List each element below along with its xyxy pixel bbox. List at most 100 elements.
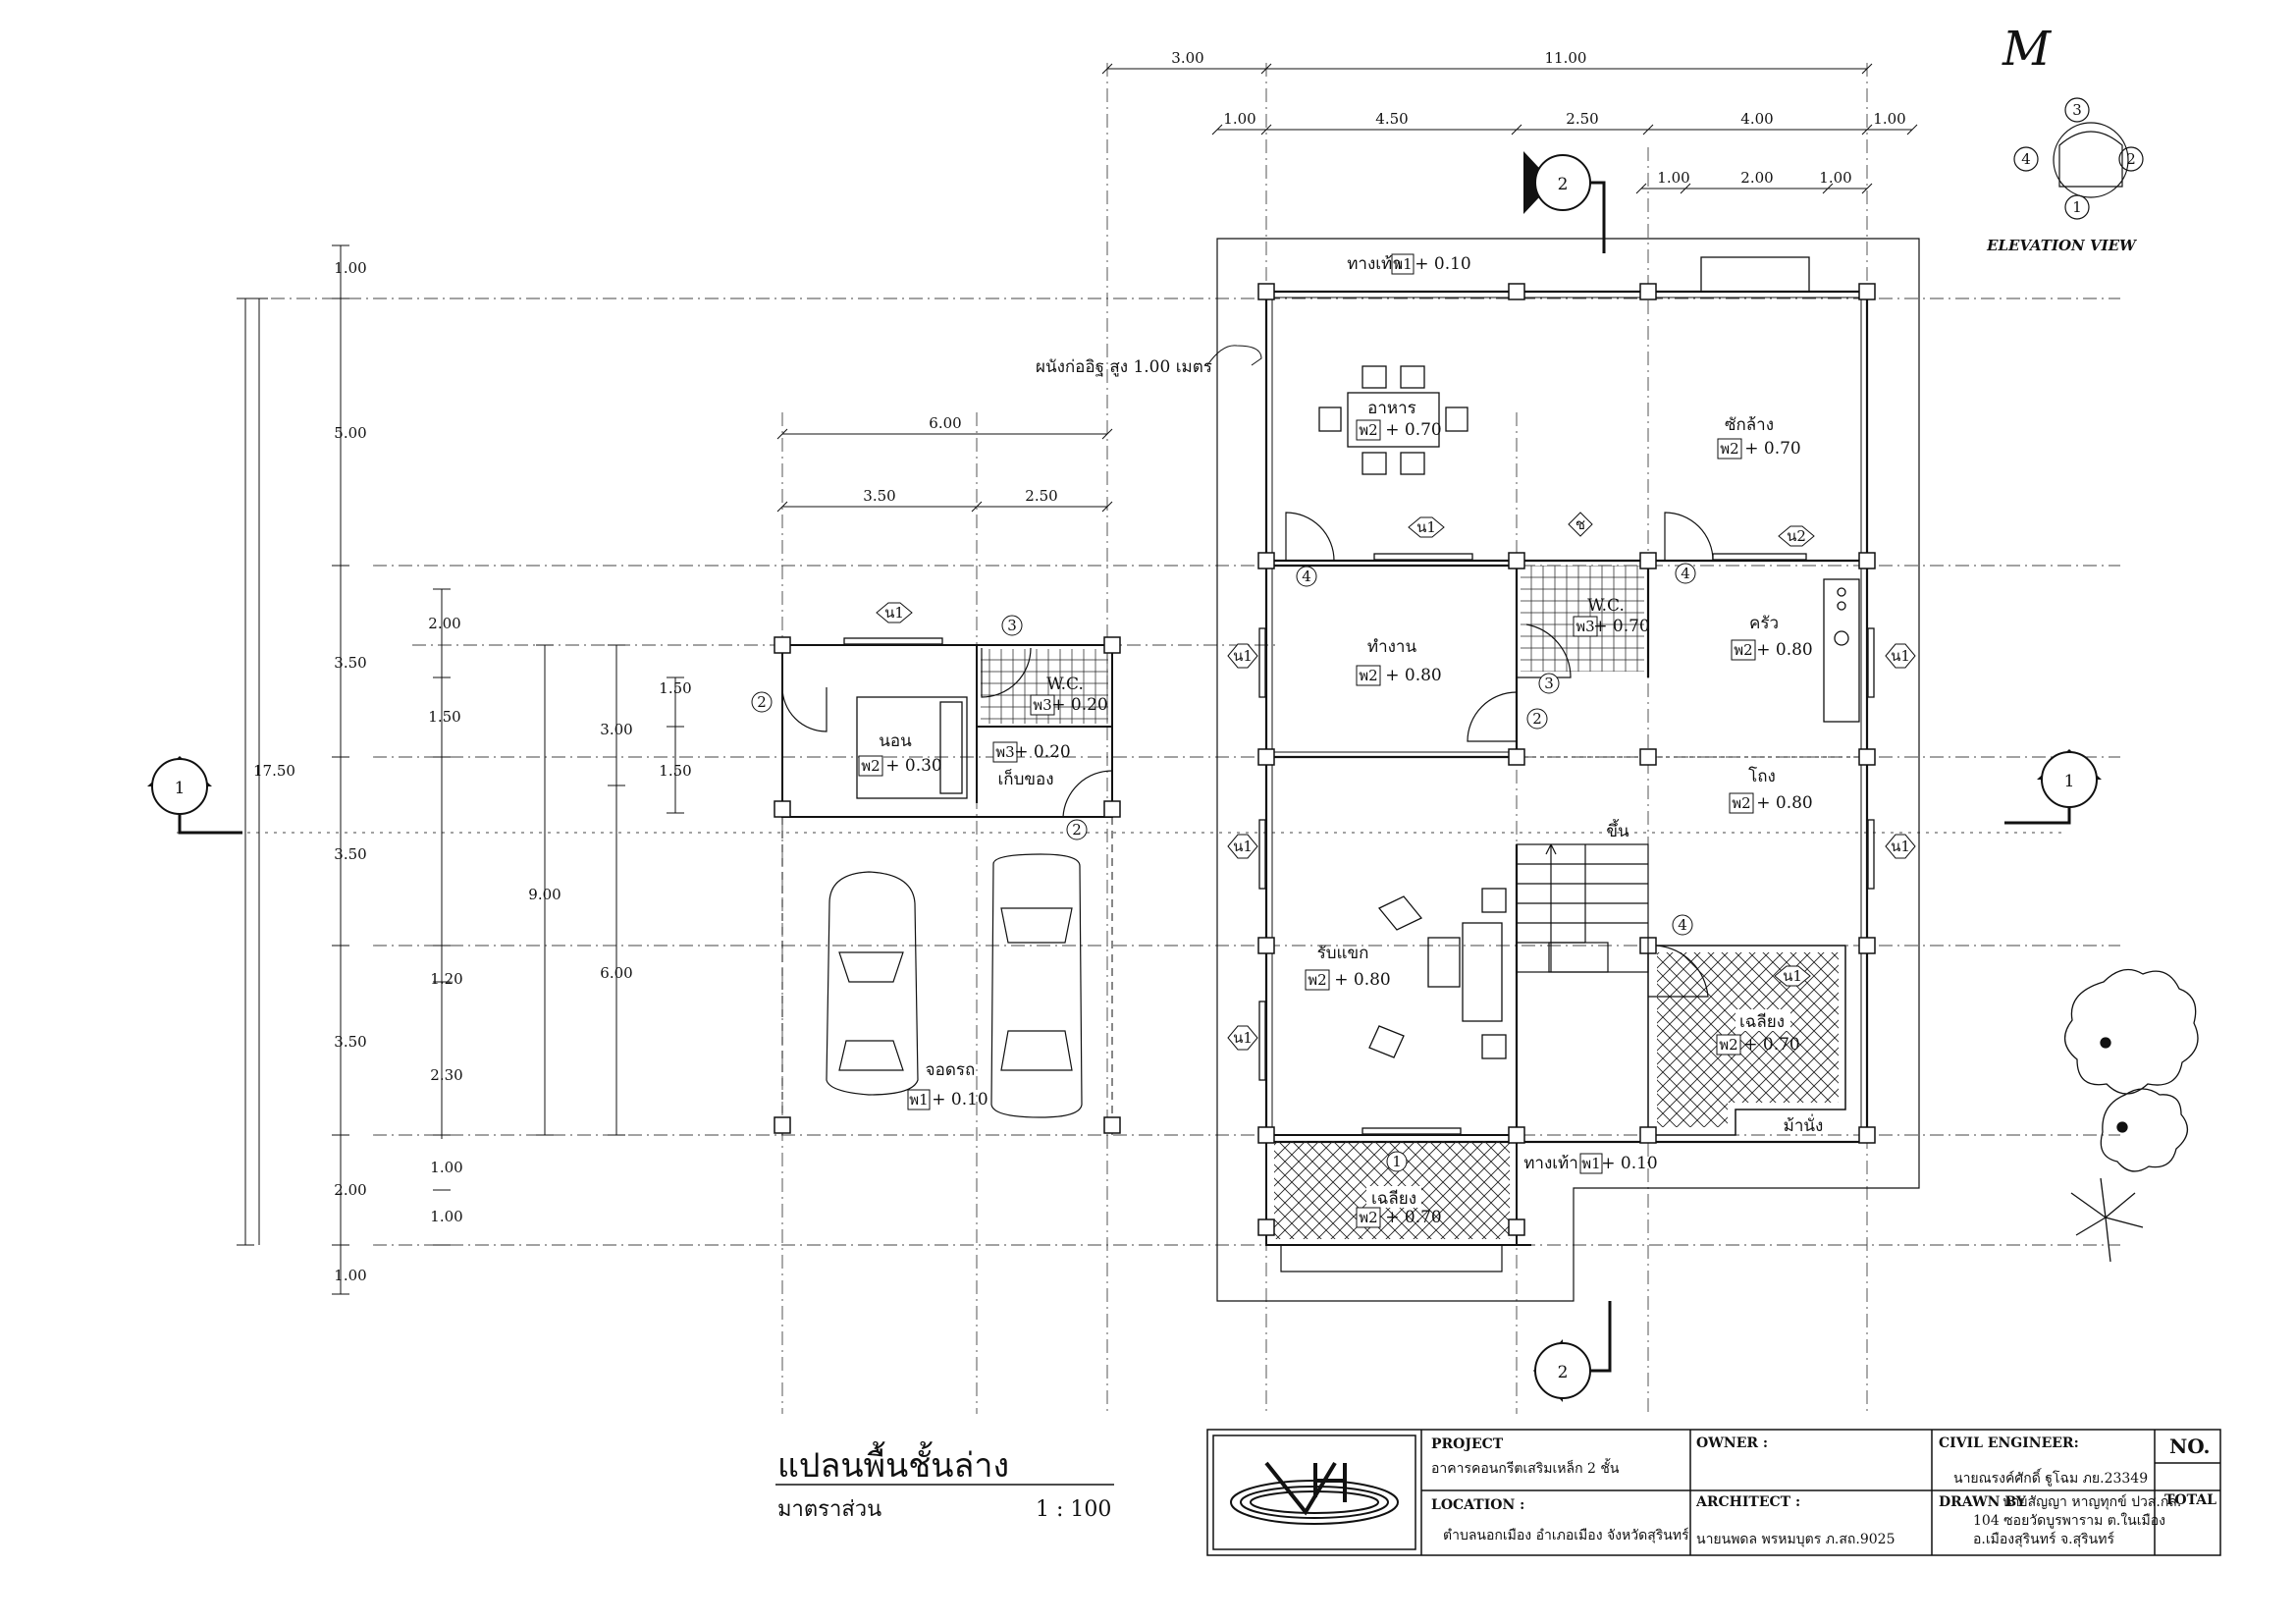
- dim-inner: 1.00: [430, 1208, 462, 1225]
- door-tag: 3: [1001, 615, 1023, 636]
- room-storage-level: + 0.20: [1014, 742, 1071, 762]
- staircase: [1516, 843, 1649, 973]
- room-parking-name: จอดรถ: [926, 1060, 976, 1080]
- window-tag: น1: [1885, 834, 1916, 859]
- dim-garage-sub: 3.00: [600, 721, 632, 738]
- title-block: [1206, 1429, 2221, 1556]
- dim-right: 1.00: [1657, 169, 1689, 187]
- house-walls: [1264, 290, 1869, 1144]
- elevation-markers: 3 4 2 1: [2021, 101, 2136, 216]
- dim-garage-top: 2.50: [1025, 487, 1057, 505]
- civil-engineer-label: CIVIL ENGINEER:: [1939, 1435, 2079, 1451]
- sheet-number-label: NO.: [2169, 1435, 2211, 1458]
- svg-text:4: 4: [1678, 916, 1687, 934]
- dim-left: 1.00: [334, 1267, 366, 1284]
- door-tag: 2: [1526, 708, 1548, 730]
- floor-code: พ2: [1359, 421, 1377, 439]
- svg-text:2: 2: [2126, 150, 2136, 168]
- floor-code: พ2: [861, 757, 880, 775]
- dim-left: 5.00: [334, 424, 366, 442]
- dim-top: 3.00: [1171, 49, 1203, 67]
- dim-inner: 2.00: [428, 615, 460, 632]
- project-value: อาคารคอนกรีตเสริมเหล็ก 2 ชั้น: [1431, 1458, 1620, 1477]
- living-furniture: [1368, 888, 1507, 1059]
- stair-label: ขึ้น: [1606, 819, 1629, 841]
- door-tag: 4: [1672, 914, 1693, 936]
- room-terrace-front-level: + 0.70: [1385, 1208, 1442, 1227]
- floor-code: พ2: [1734, 641, 1752, 659]
- floor-code: พ2: [1359, 1209, 1377, 1226]
- dim-sub: 1.00: [1223, 110, 1255, 128]
- room-wc-main-level: + 0.70: [1593, 617, 1650, 636]
- svg-text:น2: น2: [1787, 527, 1806, 545]
- svg-text:น1: น1: [1783, 967, 1802, 985]
- opening-tags: น1 น2 น1 น1 น1 น1 น1 น1 น1 ช 4 4 3 2 4 1…: [751, 512, 1916, 1172]
- room-bedroom-level: + 0.30: [885, 756, 942, 776]
- room-hall-level: + 0.80: [1756, 793, 1813, 813]
- room-wc-garage-name: W.C.: [1046, 675, 1084, 694]
- dim-inner: 2.30: [430, 1066, 462, 1084]
- dim-inner: 1.20: [430, 970, 462, 988]
- svg-text:น1: น1: [1233, 647, 1253, 665]
- location-value: ตำบลนอกเมือง อำเภอเมือง จังหวัดสุรินทร์: [1443, 1527, 1689, 1543]
- svg-text:น1: น1: [1891, 838, 1910, 855]
- dim-left: 3.50: [334, 845, 366, 863]
- floor-code: พ2: [1720, 440, 1738, 458]
- dim-garage-sub: 6.00: [600, 964, 632, 982]
- dim-inner: 1.00: [430, 1159, 462, 1176]
- elevation-view-symbol: [2013, 97, 2144, 220]
- floor-code: พ1: [1581, 1155, 1600, 1172]
- architect-label: ARCHITECT :: [1695, 1494, 1800, 1510]
- svg-text:น1: น1: [884, 604, 904, 622]
- dim-sub: 1.00: [1873, 110, 1905, 128]
- floor-code: พ3: [995, 743, 1014, 761]
- car-left: [826, 871, 919, 1096]
- sheet-mark: M: [2002, 22, 2053, 77]
- room-walkway-top-level: + 0.10: [1415, 254, 1471, 274]
- dim-left: 2.00: [334, 1181, 366, 1199]
- room-wc-main-name: W.C.: [1587, 596, 1625, 616]
- room-terrace-right-name: เฉลียง: [1739, 1012, 1785, 1032]
- floor-code: พ3: [1033, 696, 1051, 714]
- dim-left: 3.50: [334, 654, 366, 672]
- dim-sub: 2.50: [1566, 110, 1598, 128]
- architect-value: นายนพดล พรหมบุตร ภ.สถ.9025: [1696, 1532, 1896, 1547]
- dim-right: 1.00: [1819, 169, 1851, 187]
- wall-note: ผนังก่ออิฐ สูง 1.00 เมตร: [1036, 357, 1212, 377]
- floor-code: พ2: [1308, 971, 1326, 989]
- svg-text:4: 4: [2021, 150, 2031, 168]
- sink-tag: ช: [1568, 512, 1593, 537]
- drawn-by-label: DRAWN BY: [1939, 1494, 2027, 1510]
- dim-left: 1.00: [334, 259, 366, 277]
- room-wc-garage-level: + 0.20: [1051, 695, 1108, 715]
- door-tag: 4: [1296, 566, 1317, 587]
- svg-text:4: 4: [1302, 568, 1311, 585]
- dim-right: 2.00: [1740, 169, 1773, 187]
- dim-garage-inner: 1.50: [659, 679, 691, 697]
- svg-text:2: 2: [757, 693, 767, 711]
- section-marker-label: 1: [175, 779, 186, 798]
- window-tag: น2: [1778, 525, 1815, 547]
- plan-title: แปลนพื้นชั้นล่าง: [777, 1441, 1009, 1486]
- bed: [856, 696, 968, 799]
- section-marker-2-top: 2: [1523, 151, 1606, 253]
- svg-text:1: 1: [2072, 198, 2082, 216]
- room-walkway-bottom-level: + 0.10: [1601, 1154, 1658, 1173]
- drawn-by-line: อ.เมืองสุรินทร์ จ.สุรินทร์: [1973, 1531, 2114, 1547]
- room-hall-name: โถง: [1748, 766, 1776, 786]
- section-marker-label: 1: [2064, 772, 2075, 791]
- dim-sub: 4.50: [1375, 110, 1408, 128]
- window-tag: น1: [1227, 834, 1258, 859]
- bench-label: ม้านั่ง: [1784, 1113, 1824, 1136]
- room-parking-level: + 0.10: [932, 1090, 988, 1110]
- section-marker-2-bottom: 2: [1533, 1301, 1612, 1402]
- grid-lines: [177, 63, 2120, 1414]
- floor-code: พ2: [1732, 794, 1750, 812]
- window-tag: น1: [1227, 1025, 1258, 1051]
- room-work-name: ทำงาน: [1367, 637, 1417, 657]
- title-block-text: PROJECT อาคารคอนกรีตเสริมเหล็ก 2 ชั้น LO…: [1431, 1435, 2216, 1547]
- location-label: LOCATION :: [1431, 1497, 1524, 1513]
- room-terrace-right-level: + 0.70: [1743, 1035, 1800, 1055]
- car-right: [990, 853, 1083, 1118]
- section-marker-1-right: 1: [2004, 749, 2102, 825]
